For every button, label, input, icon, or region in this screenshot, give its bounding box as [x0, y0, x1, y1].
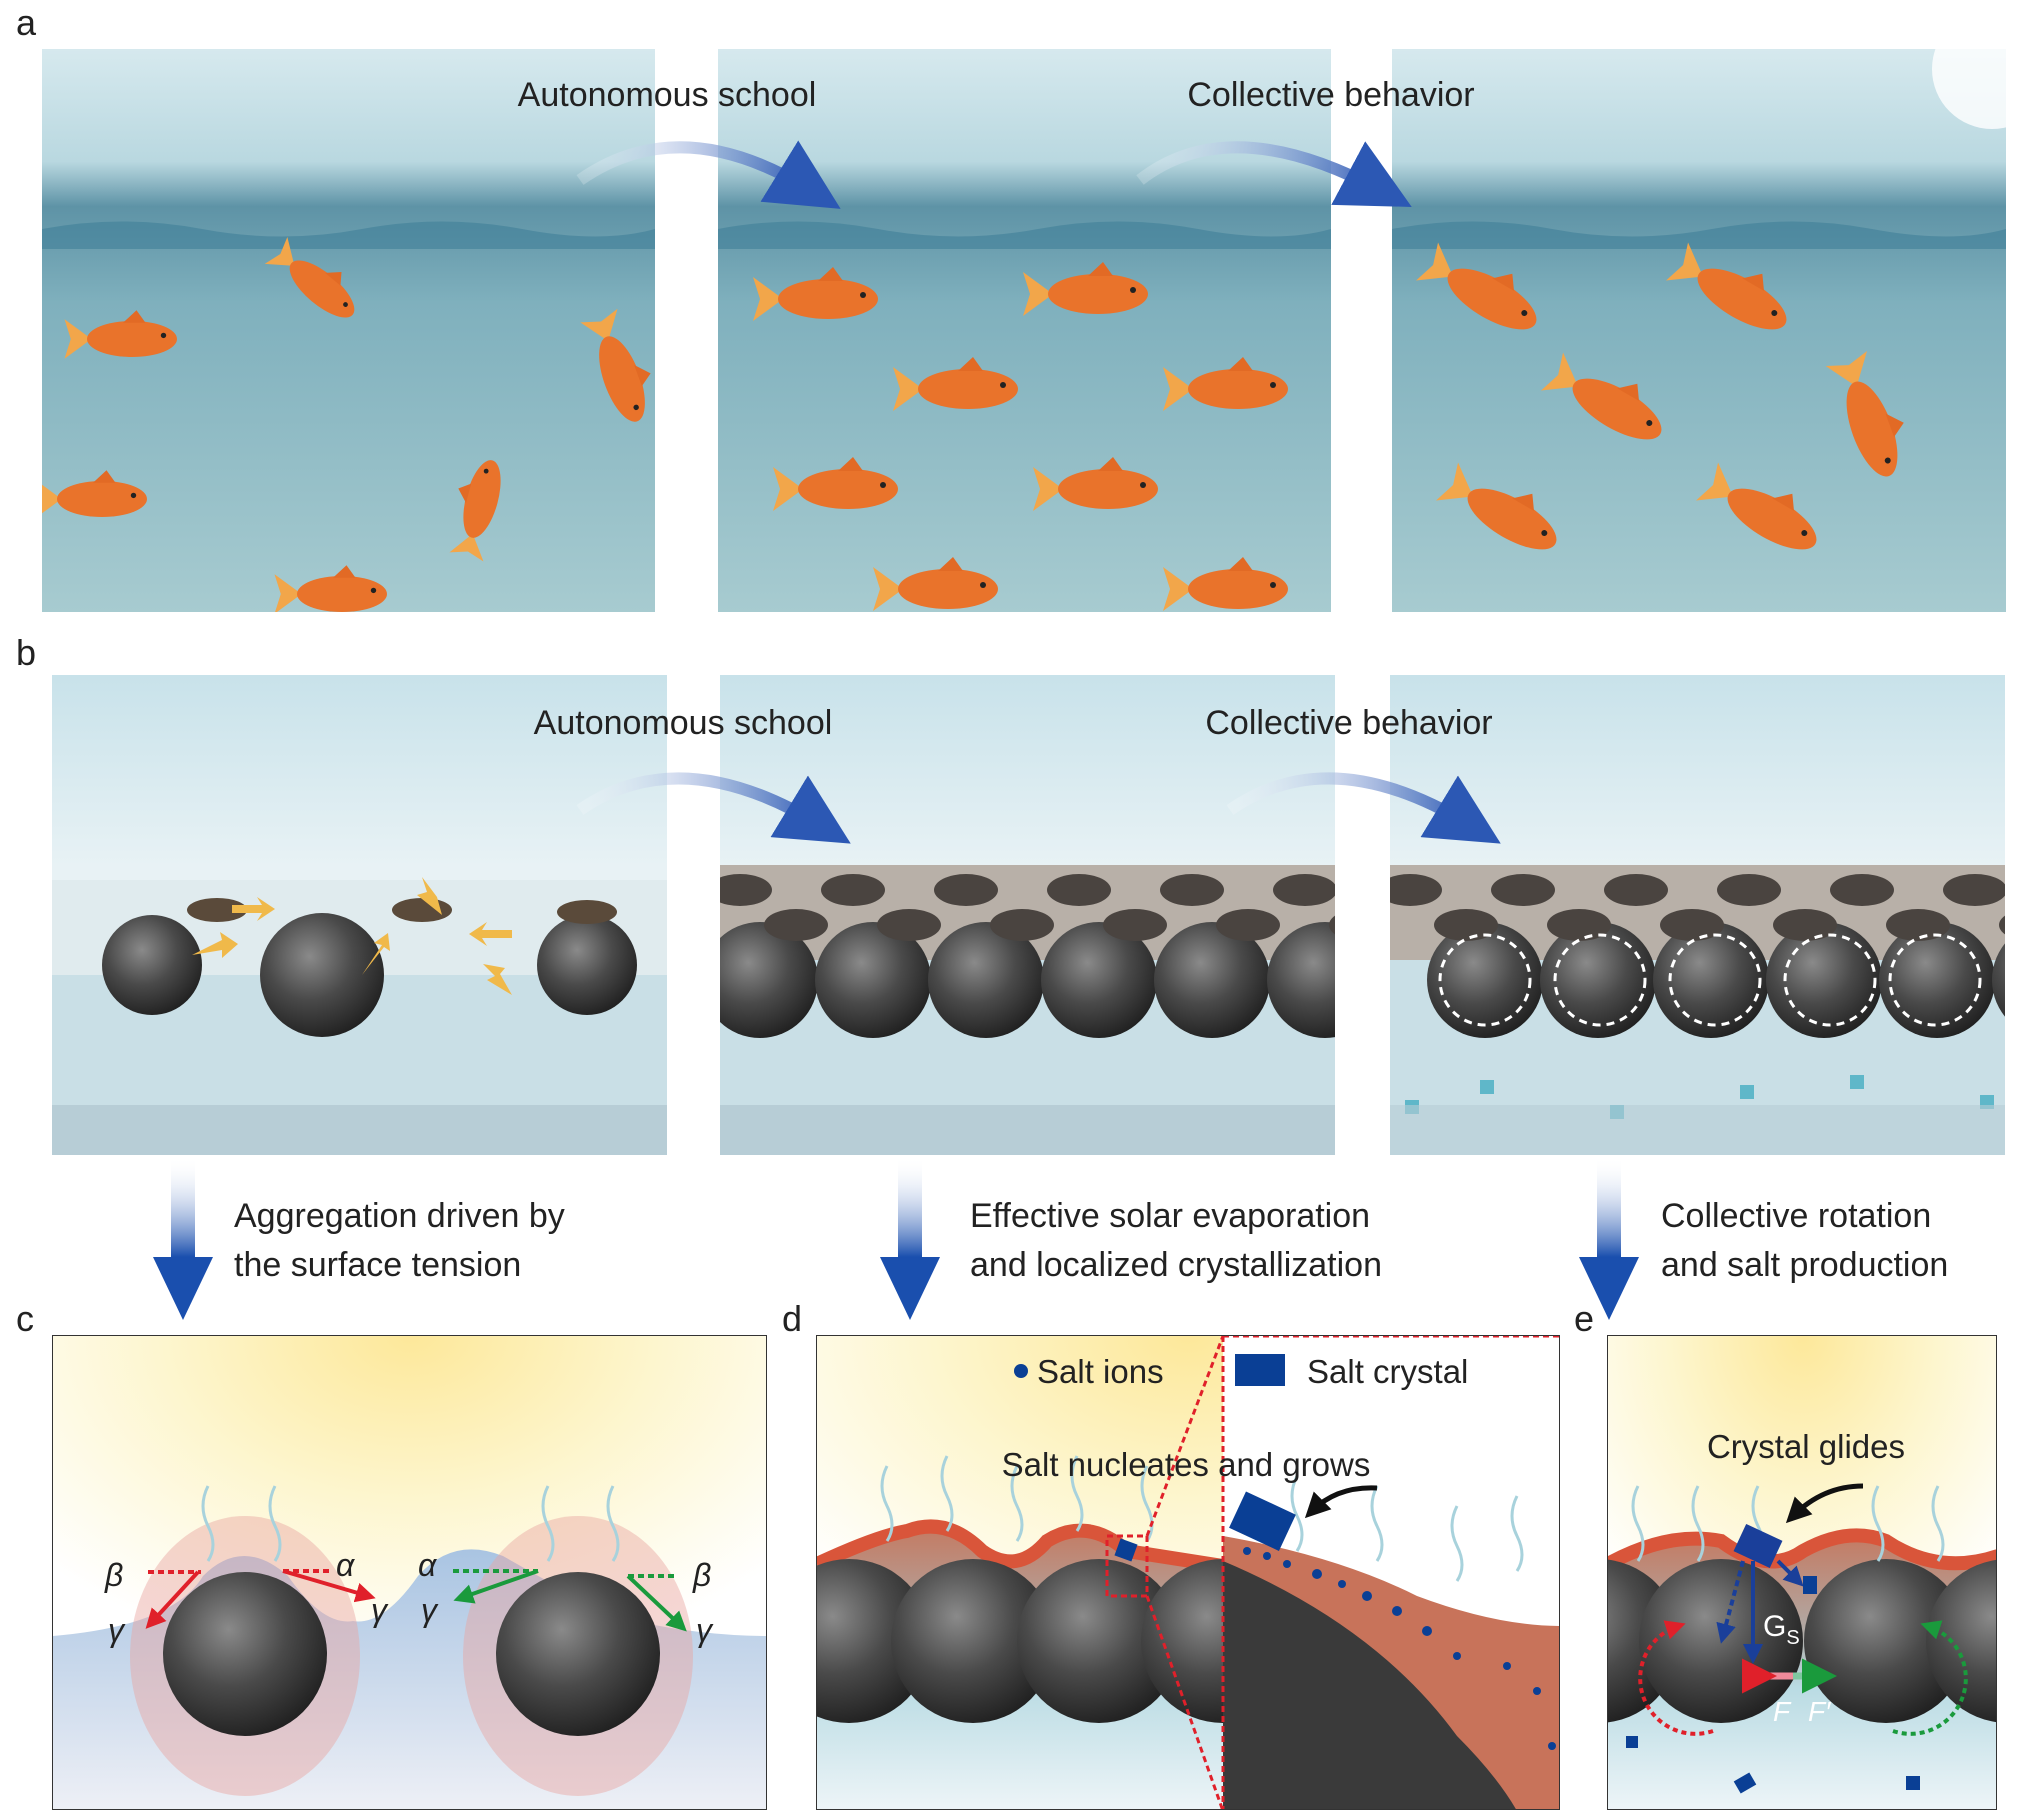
caption-e: Collective rotation and salt production	[1661, 1192, 1948, 1290]
sphere-top	[1830, 874, 1894, 906]
force-f-label: F	[1773, 1696, 1792, 1727]
caption-line: and localized crystallization	[970, 1246, 1382, 1284]
device-scene-3	[1390, 675, 2005, 1155]
sphere-top	[1886, 909, 1950, 941]
salt-crystal-legend-icon	[1235, 1354, 1285, 1386]
row-b-curved-arrows	[576, 772, 1501, 844]
sphere-top	[821, 874, 885, 906]
gamma-label: γ	[108, 1612, 126, 1648]
gs-label: G	[1763, 1610, 1786, 1643]
sphere-top	[1329, 915, 1335, 935]
curved-arrow-icon	[576, 772, 851, 844]
annotation-salt-nucleates: Salt nucleates and grows	[1002, 1446, 1371, 1483]
down-arrow-icon	[1579, 1157, 1639, 1320]
fish-scene-1	[42, 49, 655, 612]
down-arrow-icon	[880, 1157, 940, 1320]
gamma-label: γ	[696, 1612, 714, 1648]
sphere-top	[1103, 909, 1167, 941]
sphere-top	[1604, 874, 1668, 906]
panel-d-crystallization: Salt ions Salt crystal Salt nucleates an…	[816, 1335, 1560, 1810]
caption-line: the surface tension	[234, 1246, 522, 1284]
gs-subscript: S	[1786, 1627, 1799, 1649]
panel-c-surface-tension: β γ α γ α γ β γ	[52, 1335, 767, 1810]
sphere-evaporator	[928, 922, 1044, 1038]
sphere-evaporator	[1041, 922, 1157, 1038]
sphere-top	[764, 909, 828, 941]
legend-salt-crystal: Salt crystal	[1307, 1353, 1468, 1390]
sphere-evaporator	[1879, 922, 1995, 1038]
sphere-top	[934, 874, 998, 906]
gamma-label: γ	[421, 1592, 439, 1628]
caption-d: Effective solar evaporation and localized…	[970, 1192, 1382, 1290]
sphere-top	[1773, 909, 1837, 941]
sphere-top	[990, 909, 1054, 941]
legend-salt-ions: Salt ions	[1037, 1353, 1164, 1390]
sphere-top	[1047, 874, 1111, 906]
caption-line: Collective rotation	[1661, 1197, 1932, 1235]
row-a-label-autonomous-school: Autonomous school	[517, 76, 817, 114]
gravity-label: GS	[1763, 1610, 1800, 1649]
device-scene-1	[52, 675, 667, 1155]
salt-ion-legend-icon	[1014, 1364, 1028, 1378]
panel-e-rotation: Crystal glides GS F F′	[1607, 1335, 1997, 1810]
row-b-label-collective-behavior: Collective behavior	[1205, 704, 1493, 742]
sphere-top	[1216, 909, 1280, 941]
sphere-top	[1390, 874, 1442, 906]
down-arrow-icon	[153, 1157, 213, 1320]
panel-label-b: b	[16, 632, 37, 673]
sphere-top	[1434, 909, 1498, 941]
caption-c: Aggregation driven by the surface tension	[234, 1192, 565, 1290]
alpha-label: α	[336, 1547, 355, 1583]
caption-line: and salt production	[1661, 1246, 1949, 1284]
caption-line: Aggregation driven by	[234, 1197, 565, 1235]
curved-arrow-icon	[1136, 141, 1412, 207]
row-a-label-collective-behavior: Collective behavior	[1187, 76, 1475, 114]
row-a-curved-arrows	[576, 140, 1412, 209]
sphere-top	[877, 909, 941, 941]
sphere-evaporator	[1540, 922, 1656, 1038]
sphere-evaporator	[1766, 922, 1882, 1038]
sphere-top	[1717, 874, 1781, 906]
fish-scene-3	[1392, 49, 2006, 612]
row-b-label-autonomous-school: Autonomous school	[533, 704, 833, 742]
sphere-evaporator	[1427, 922, 1543, 1038]
sphere-top	[1273, 874, 1335, 906]
sphere-evaporator	[720, 922, 818, 1038]
sphere-top	[1660, 909, 1724, 941]
beta-label: β	[104, 1557, 123, 1593]
alpha-label: α	[418, 1547, 437, 1583]
sphere-evaporator	[815, 922, 931, 1038]
curved-arrow-icon	[576, 140, 841, 209]
device-scene-2	[720, 675, 1335, 1155]
beta-label: β	[692, 1557, 711, 1593]
sphere-top	[1160, 874, 1224, 906]
sphere-evaporator	[1154, 922, 1270, 1038]
sphere-top	[1491, 874, 1555, 906]
curved-arrow-icon	[1226, 772, 1501, 844]
force-f-prime-label: F′	[1808, 1696, 1832, 1727]
sphere-top	[1999, 915, 2005, 935]
panel-label-d: d	[782, 1298, 803, 1339]
panel-label-c: c	[16, 1298, 34, 1339]
annotation-crystal-glides: Crystal glides	[1707, 1428, 1905, 1465]
panel-label-a: a	[16, 2, 37, 43]
sphere-top	[1943, 874, 2005, 906]
sphere-evaporator	[1267, 922, 1335, 1038]
sphere-evaporator	[1992, 943, 2005, 1017]
panel-label-e: e	[1574, 1298, 1595, 1339]
sphere-top	[720, 874, 772, 906]
caption-line: Effective solar evaporation	[970, 1197, 1371, 1235]
sphere-top	[1547, 909, 1611, 941]
gamma-label: γ	[371, 1592, 389, 1628]
